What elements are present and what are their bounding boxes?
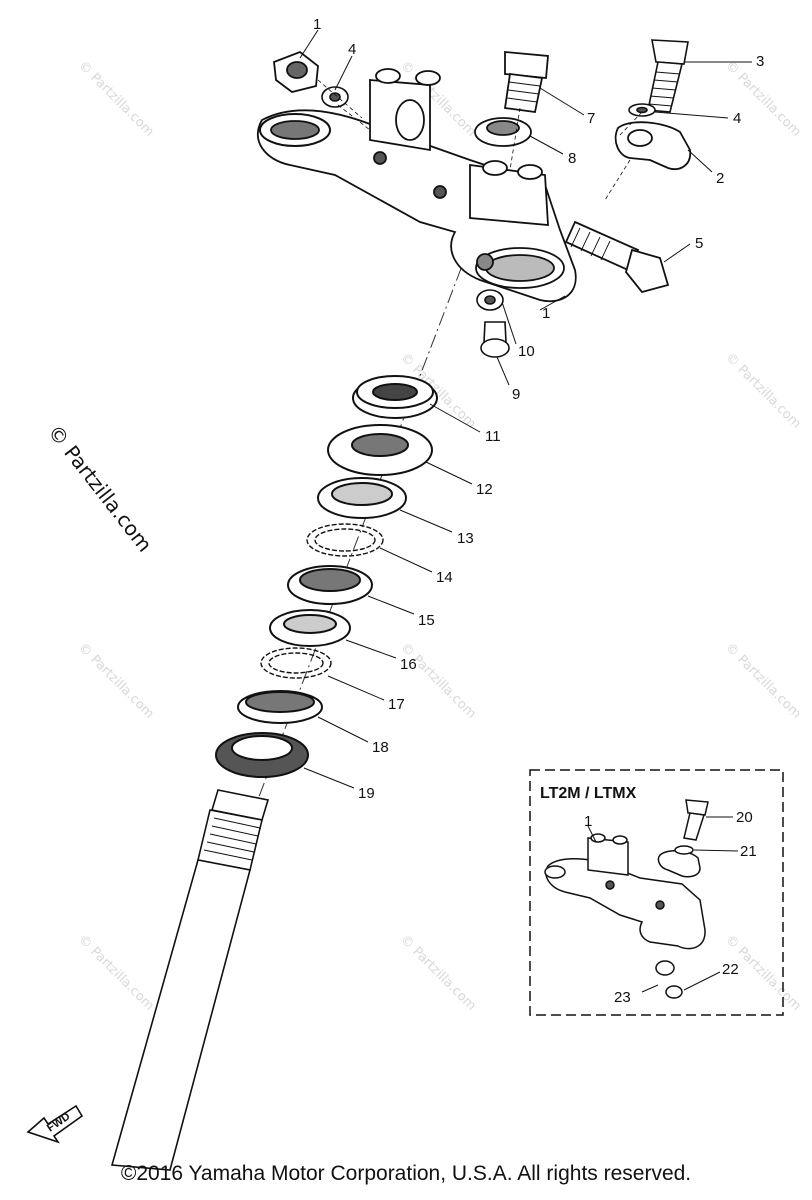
watermark: © Partzilla.com (722, 58, 804, 140)
steering-stem (110, 789, 270, 1171)
watermark: © Partzilla.com (75, 932, 157, 1014)
callouts: 1 4 3 4 2 5 7 8 1 10 9 11 12 13 14 15 16… (313, 16, 764, 802)
assembly-lines (317, 79, 643, 201)
callout-17: 17 (388, 696, 405, 713)
callout-9: 9 (512, 386, 520, 403)
callout-2: 2 (716, 170, 724, 187)
callout-10: 10 (518, 343, 535, 360)
callout-1: 1 (542, 305, 550, 322)
fwd-arrow: FWD (26, 1104, 84, 1144)
seal-19 (215, 732, 309, 778)
bolt-9 (480, 321, 510, 358)
watermark: © Partzilla.com (722, 640, 804, 722)
callout-4: 4 (348, 41, 356, 58)
nut-6 (273, 50, 319, 93)
callout-12: 12 (476, 481, 493, 498)
bolt-5 (564, 220, 670, 294)
castle-nut-11 (352, 375, 438, 419)
callout-13: 13 (457, 530, 474, 547)
inset-callout-22: 22 (722, 961, 739, 978)
bolt-7 (503, 51, 549, 114)
washer-10 (476, 289, 504, 311)
callout-16: 16 (400, 656, 417, 673)
watermark: © Partzilla.com (722, 350, 804, 432)
callout-14: 14 (436, 569, 453, 586)
callout-11: 11 (485, 428, 501, 445)
washer-4 (321, 86, 656, 117)
watermark: © Partzilla.com (397, 932, 479, 1014)
inset-box: LT2M / LTMX 1 20 21 22 23 (529, 769, 784, 1016)
washer-8 (474, 117, 532, 147)
race-16 (269, 609, 351, 647)
clamp-cap (614, 121, 692, 170)
bolt-3 (647, 39, 689, 113)
ring-13 (317, 477, 407, 519)
ball-bearing-14 (306, 523, 384, 557)
callout-8: 8 (568, 150, 576, 167)
callout-18: 18 (372, 739, 389, 756)
callout-6: 1 (313, 16, 321, 33)
inset-callout-1: 1 (584, 813, 592, 830)
race-18 (237, 690, 323, 724)
watermark: © Partzilla.com (75, 640, 157, 722)
watermark: © Partzilla.com (397, 640, 479, 722)
ball-bearing-17 (260, 647, 332, 679)
callout-19: 19 (358, 785, 375, 802)
callout-4: 4 (733, 110, 741, 127)
inset-callout-23: 23 (614, 989, 631, 1006)
callout-5: 5 (695, 235, 703, 252)
inset-bracket (544, 799, 709, 999)
upper-bracket (256, 68, 577, 303)
watermark: © Partzilla.com (75, 58, 157, 140)
inset-callout-21: 21 (740, 843, 757, 860)
ring-12 (327, 424, 433, 476)
leader-lines (299, 29, 752, 789)
race-15 (287, 565, 373, 605)
callout-15: 15 (418, 612, 435, 629)
callout-3: 3 (756, 53, 764, 70)
copyright-notice: ©2016 Yamaha Motor Corporation, U.S.A. A… (120, 1162, 692, 1185)
callout-7: 7 (587, 110, 595, 127)
inset-callout-20: 20 (736, 809, 753, 826)
inset-leaders (587, 816, 739, 993)
inset-title: LT2M / LTMX (540, 785, 637, 802)
